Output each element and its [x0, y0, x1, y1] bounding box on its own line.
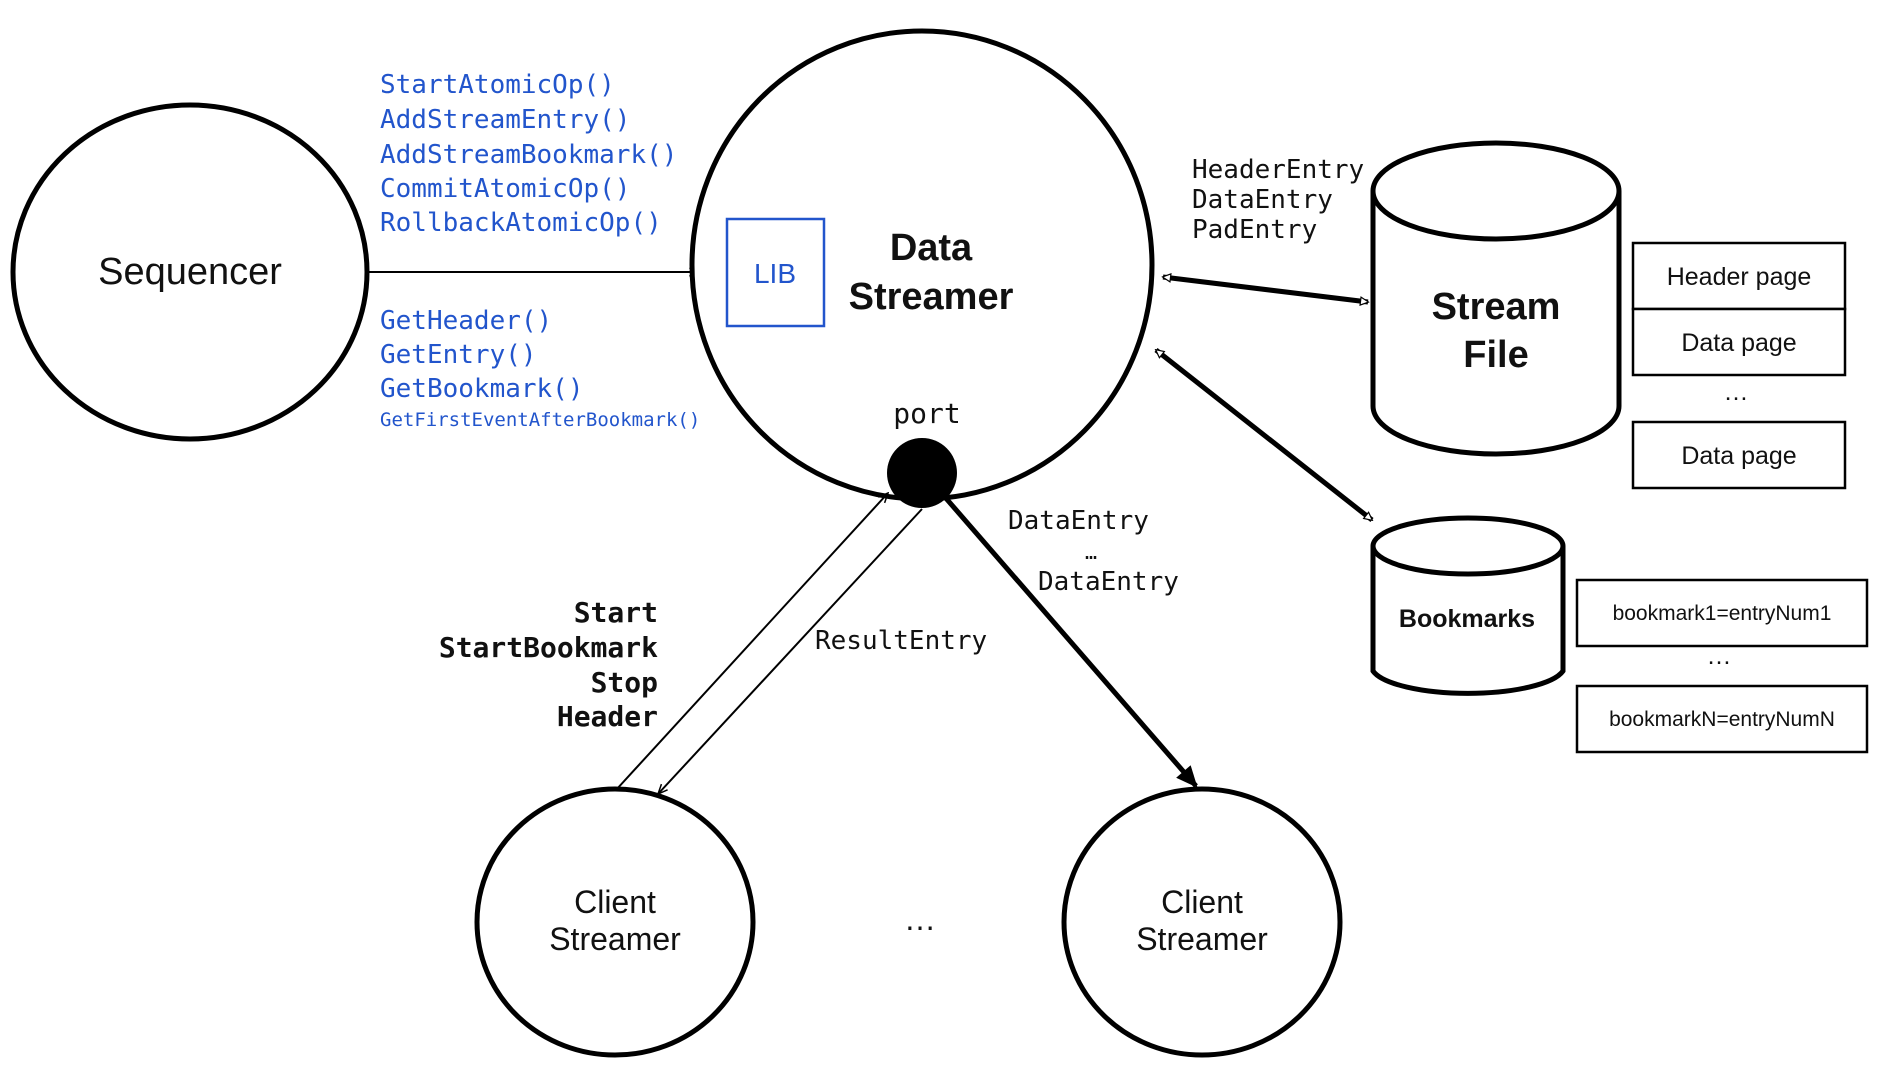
header-page-box [1631, 241, 1847, 311]
client-command-label: Start [574, 596, 658, 629]
data-page-box [1631, 307, 1847, 377]
client-title-line2: Streamer [549, 921, 681, 957]
streamer-file-arrow [1163, 277, 1368, 302]
stream-file-cylinder-top [1370, 140, 1622, 242]
bookmark-records: bookmark1=entryNum1 … bookmarkN=entryNum… [1575, 578, 1869, 754]
bookmarks-node: Bookmarks [1370, 515, 1566, 696]
port-dot [887, 438, 957, 508]
client-streamer-circle [474, 786, 756, 1058]
api-call-label: AddStreamBookmark() [380, 140, 677, 170]
file-pages: Header page Data page … Data page [1631, 241, 1847, 490]
data-streamer-node: LIB Data Streamer port [689, 28, 1155, 508]
client-title-line1: Client [1161, 884, 1243, 920]
data-stream-labels: DataEntry … DataEntry [1008, 506, 1179, 597]
client-command-label: Header [557, 700, 658, 733]
client-streamer-node: Client Streamer [474, 786, 756, 1058]
file-entry-label: HeaderEntry [1192, 155, 1364, 185]
result-entry-arrow [658, 508, 923, 794]
file-entry-types: HeaderEntry DataEntry PadEntry [1192, 155, 1364, 245]
client-streamer-circle [1061, 786, 1343, 1058]
client-command-label: StartBookmark [439, 631, 658, 664]
stream-label-ellipsis: … [1085, 540, 1097, 564]
file-page-label: Data page [1681, 329, 1796, 357]
sequencer-node: Sequencer [10, 102, 370, 442]
sequencer-circle [10, 102, 370, 442]
stream-file-title-line1: Stream [1432, 286, 1561, 328]
client-title-line2: Streamer [1136, 921, 1268, 957]
stream-file-cylinder-body [1370, 191, 1622, 457]
data-streamer-title-line2: Streamer [849, 276, 1014, 318]
streamer-bookmarks-arrow [1154, 348, 1374, 522]
bookmarks-cylinder-body [1370, 546, 1566, 696]
file-entry-label: DataEntry [1192, 185, 1333, 215]
sequencer-label: Sequencer [98, 251, 282, 293]
data-page-box [1631, 420, 1847, 490]
api-call-label: StartAtomicOp() [380, 70, 615, 100]
api-call-label: CommitAtomicOp() [380, 174, 630, 204]
sequencer-read-calls: GetHeader() GetEntry() GetBookmark() Get… [380, 306, 700, 431]
client-command-label: Stop [591, 666, 658, 699]
client-command-arrow [615, 493, 888, 791]
sequencer-write-calls: StartAtomicOp() AddStreamEntry() AddStre… [380, 70, 677, 238]
api-call-label: GetEntry() [380, 340, 537, 370]
bookmark-record-box [1575, 684, 1869, 754]
client-title-line1: Client [574, 884, 656, 920]
data-streamer-title-line1: Data [890, 227, 973, 269]
file-entry-label: PadEntry [1192, 215, 1317, 245]
file-pages-ellipsis: … [1724, 378, 1749, 406]
api-call-label: AddStreamEntry() [380, 105, 630, 135]
stream-file-title-line2: File [1463, 334, 1528, 376]
file-page-label: Data page [1681, 442, 1796, 470]
data-stream-arrow [942, 494, 1198, 788]
stream-file-node: Stream File [1370, 140, 1622, 457]
lib-label: LIB [754, 258, 796, 289]
api-call-label: RollbackAtomicOp() [380, 208, 662, 238]
api-call-label: GetHeader() [380, 306, 552, 336]
stream-label: DataEntry [1008, 506, 1149, 536]
api-call-label: GetFirstEventAfterBookmark() [380, 409, 700, 431]
api-call-label: GetBookmark() [380, 374, 584, 404]
result-entry-label: ResultEntry [815, 626, 987, 656]
client-commands: Start StartBookmark Stop Header [439, 596, 658, 733]
bookmarks-title: Bookmarks [1399, 605, 1535, 633]
bookmark-record-box [1575, 578, 1869, 648]
client-streamer-node: Client Streamer [1061, 786, 1343, 1058]
bookmarks-cylinder-top [1370, 515, 1566, 577]
bookmark-record-label: bookmarkN=entryNumN [1609, 708, 1835, 731]
stream-label: DataEntry [1038, 567, 1179, 597]
port-label: port [893, 397, 960, 430]
lib-box [725, 217, 826, 328]
file-page-label: Header page [1667, 263, 1812, 291]
bookmark-record-label: bookmark1=entryNum1 [1613, 602, 1832, 625]
bookmark-records-ellipsis: … [1707, 642, 1732, 670]
clients-ellipsis: … [904, 901, 936, 937]
